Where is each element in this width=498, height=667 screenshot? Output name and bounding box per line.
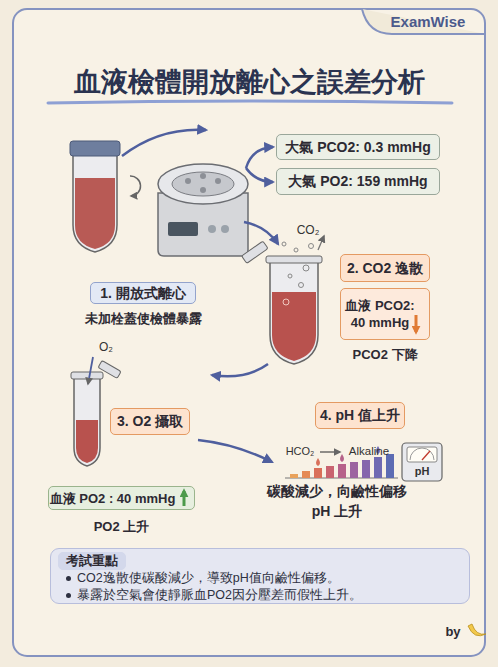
brand-tab (362, 9, 485, 34)
bullet-dot (66, 593, 71, 598)
key-points-panel: CO2逸散使碳酸減少，導致pH值向鹼性偏移。暴露於空氣會使靜脈血PO2因分壓差而… (50, 548, 470, 604)
effect-note: 碳酸減少，向鹼性偏移 pH 上升 (261, 481, 413, 521)
flow-arrow (246, 168, 273, 182)
ph-bar (362, 460, 370, 478)
diagram-title: 血液檢體開放離心之誤差分析 (0, 64, 498, 100)
tube-cap (70, 141, 120, 156)
meter-gauge (407, 447, 437, 462)
flow-arrow (122, 130, 206, 156)
flow-arrow (244, 222, 278, 244)
droplet (316, 458, 320, 466)
flow-arrow (212, 364, 268, 376)
title-underline (48, 101, 452, 103)
bullet-dot (66, 576, 71, 581)
ph-bar (338, 464, 346, 478)
button (208, 225, 216, 233)
chemical-label: HCO₂ (281, 445, 319, 457)
box-label: 1. 開放式離心 (100, 285, 186, 302)
rotor-slot (200, 173, 206, 179)
tube-rim (71, 372, 103, 379)
box-label: 大氣 PO2: 159 mmHg (288, 173, 427, 190)
rotor-slot (185, 178, 191, 184)
bubble (288, 274, 292, 278)
box-label: 大氣 PCO2: 0.3 mmHg (285, 139, 430, 156)
bubble (309, 244, 314, 249)
flow-arrow (198, 440, 272, 462)
blood-fluid (75, 178, 115, 249)
panel-heading-tab: 考試重點 (58, 552, 126, 570)
card-border (13, 9, 485, 656)
box-label: 血液 PCO2: 40 mmHg (341, 297, 419, 331)
rotor (172, 172, 234, 196)
ph-bar (374, 457, 382, 478)
box-label: 考試重點 (66, 553, 118, 570)
open-tube (242, 236, 324, 364)
ph-bar (326, 466, 334, 478)
display-panel (168, 222, 198, 236)
escape-arrow (318, 236, 324, 250)
bubble (283, 299, 289, 305)
bubble (299, 283, 304, 288)
ph-bar (314, 468, 322, 478)
bubble (294, 248, 298, 252)
uptake-arrow (88, 357, 93, 384)
ph-bar (386, 454, 394, 478)
gauge-needle (422, 451, 430, 460)
centrifuge (158, 164, 248, 256)
blood-fluid (76, 420, 98, 463)
box-caption: PO2 上升 (94, 519, 150, 535)
tube-body (73, 155, 117, 252)
box-label: 4. pH 值上升 (320, 407, 400, 424)
chemical-label: Alkaline (342, 445, 396, 457)
rotor-slot (215, 178, 221, 184)
atmosphere-box: 大氣 PO2: 159 mmHg (276, 168, 440, 195)
gas-label: O₂ (92, 340, 120, 354)
tube-rim (266, 256, 322, 263)
ph-bar (302, 471, 310, 478)
open-cap (242, 241, 268, 263)
tube-body (270, 262, 318, 364)
flow-arrow (246, 147, 273, 168)
gauge-arc (410, 448, 434, 460)
button (221, 225, 229, 233)
banana-icon (468, 624, 486, 636)
bullet-text: 暴露於空氣會使靜脈血PO2因分壓差而假性上升。 (77, 587, 362, 603)
centrifuge-lid (158, 164, 248, 204)
brand-label: ExamWise (378, 13, 478, 30)
bullet-text: CO2逸散使碳酸減少，導致pH值向鹼性偏移。 (77, 570, 340, 586)
credit-label: by (440, 624, 466, 639)
box-label: 3. O2 攝取 (117, 413, 183, 430)
capped-tube (70, 141, 120, 252)
tube-body (74, 378, 100, 466)
box-caption: PCO2 下降 (352, 347, 417, 363)
ph-bar (290, 474, 298, 478)
bubble (282, 242, 286, 246)
step-box: 1. 開放式離心未加栓蓋使檢體暴露 (90, 282, 196, 304)
blood-fluid (272, 292, 316, 361)
rotor-slot (200, 187, 206, 193)
step-box: 3. O2 攝取 (110, 408, 190, 435)
open-cap (98, 360, 121, 378)
droplet (340, 454, 344, 462)
step-box: 4. pH 值上升 (315, 402, 405, 429)
ph-bar (350, 462, 358, 478)
box-label: 2. CO2 逸散 (347, 260, 423, 277)
atmosphere-box: 大氣 PCO2: 0.3 mmHg (276, 134, 440, 160)
ph-meter (402, 443, 442, 481)
conversion-arrow (320, 451, 340, 452)
gas-label: CO₂ (292, 223, 324, 237)
step-box: 2. CO2 逸散 (340, 254, 430, 282)
box-label: 血液 PO2 : 40 mmHg (50, 490, 176, 507)
meter-label: pH (406, 465, 438, 477)
bubble (303, 265, 309, 271)
box-caption: 未加栓蓋使檢體暴露 (85, 311, 202, 327)
blood-gas-box: 血液 PCO2: 40 mmHgPCO2 下降 (340, 288, 430, 340)
blood-gas-box: 血液 PO2 : 40 mmHgPO2 上升 (48, 486, 195, 510)
rotation-symbol (130, 176, 141, 196)
